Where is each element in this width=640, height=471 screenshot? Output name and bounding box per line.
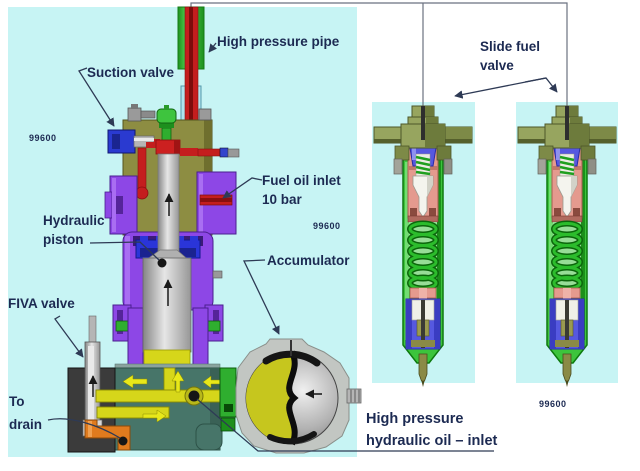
label-to-drain: To drain bbox=[9, 394, 43, 432]
fuel-oil-inlet-flange-graphic bbox=[104, 171, 237, 235]
label-hydraulic-piston: Hydraulic piston bbox=[43, 213, 105, 247]
leader-lines bbox=[47, 42, 558, 452]
watermark-lower-right: 99600 bbox=[539, 399, 567, 409]
label-slide-fuel-valve: Slide fuel valve bbox=[480, 39, 541, 73]
watermark-upper-left: 99600 bbox=[29, 133, 57, 143]
label-fiva-valve: FIVA valve bbox=[8, 296, 75, 311]
label-high-pressure-hydraulic-oil: High pressure hydraulic oil – inlet bbox=[366, 411, 498, 449]
label-high-pressure-pipe: High pressure pipe bbox=[217, 34, 340, 49]
suction-valve-graphic bbox=[107, 129, 160, 200]
drain-pipe-graphic bbox=[84, 419, 131, 451]
hydraulic-piston-graphic bbox=[141, 139, 240, 368]
accumulator-graphic bbox=[219, 338, 362, 454]
label-accumulator: Accumulator bbox=[267, 253, 350, 268]
label-fuel-oil-inlet: Fuel oil inlet 10 bar bbox=[262, 173, 341, 207]
watermark-mid-right: 99600 bbox=[313, 221, 341, 231]
label-suction-valve: Suction valve bbox=[87, 65, 175, 80]
hydraulic-oil-piping-graphic bbox=[95, 367, 255, 423]
